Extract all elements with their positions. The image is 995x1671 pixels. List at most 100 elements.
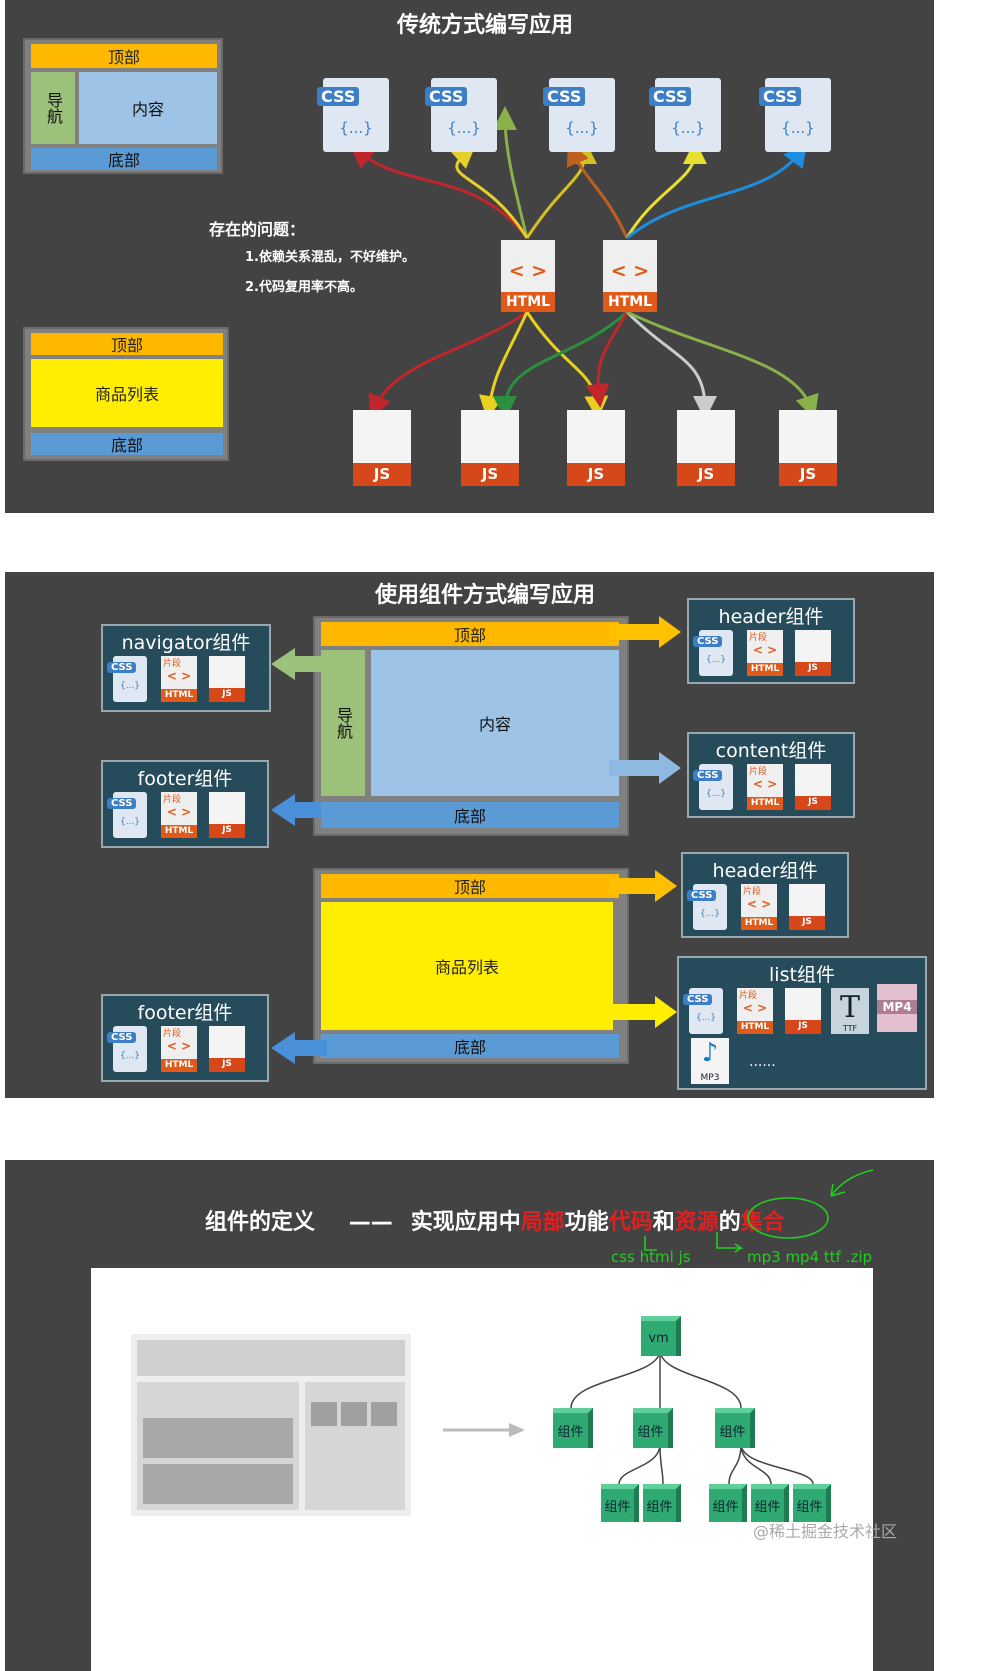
js-file-icon: JS	[795, 630, 831, 676]
code-icon: < >	[742, 1000, 768, 1015]
snippet-label: 片段	[163, 659, 182, 669]
page1-header: 顶部	[321, 622, 619, 646]
css-file-icon: CSS{...}	[107, 1026, 147, 1072]
css-file-brace: {...}	[781, 118, 815, 137]
css-file-icon: CSS{...}	[683, 988, 723, 1034]
wireframe-main	[137, 1382, 299, 1510]
js-file-icon: JS	[795, 764, 831, 810]
definition-text: 和	[652, 1210, 675, 1235]
layout2-header: 顶部	[31, 333, 223, 355]
css-file-brace: {...}	[705, 789, 727, 800]
navigator-component: navigator组件 CSS {...} 片段< >HTML JS	[101, 624, 271, 712]
page1-nav-label: 导航	[334, 707, 353, 739]
css-file-label: CSS	[107, 661, 137, 673]
tree-lines	[570, 1349, 814, 1485]
css-file-brace: {...}	[705, 655, 727, 666]
js-file-label: JS	[795, 796, 831, 810]
component-name: navigator组件	[121, 632, 251, 654]
mp3-label: MP3	[700, 1073, 720, 1083]
node-label: vm	[648, 1331, 669, 1346]
code-icon: < >	[166, 804, 192, 819]
code-icon: < >	[746, 896, 772, 911]
js-file-label: JS	[353, 463, 411, 486]
wireframe-block	[143, 1418, 293, 1458]
more-resources: ......	[749, 1054, 776, 1070]
js-file-icon: JS	[677, 410, 735, 486]
wireframe-block	[143, 1464, 293, 1504]
css-file-label: CSS	[107, 1031, 137, 1043]
layout-nav: 导航	[31, 72, 75, 144]
js-file-label: JS	[209, 688, 245, 702]
arrow-to-header1	[609, 616, 681, 648]
page2-header: 顶部	[321, 874, 619, 898]
component-node: 组件	[633, 1408, 673, 1448]
snippet-label: 片段	[749, 767, 768, 777]
css-file-icon: CSS{...}	[687, 884, 727, 930]
component-name: footer组件	[137, 768, 233, 790]
page1-nav: 导航	[321, 650, 365, 796]
handwritten-annotations	[644, 1169, 874, 1253]
css-file-brace: {...}	[119, 681, 141, 692]
css-file-icon: CSS{...}	[107, 792, 147, 838]
definition-highlight: 代码	[608, 1210, 653, 1235]
js-file-icon: JS	[353, 410, 411, 486]
code-icon: < >	[166, 1038, 192, 1053]
problem-item: 2.代码复用率不高。	[245, 280, 363, 295]
css-file-brace: {...}	[695, 1013, 717, 1024]
transform-arrow	[443, 1423, 525, 1437]
js-file-label: JS	[209, 1058, 245, 1072]
dependency-arrows	[349, 106, 819, 420]
code-icon: < >	[166, 668, 192, 683]
layout-content: 内容	[79, 72, 217, 144]
css-file-icon: CSS {...}	[693, 764, 733, 810]
css-file-icon: CSS{...}	[425, 78, 497, 152]
traditional-title: 传统方式编写应用	[396, 13, 573, 38]
component-title: 使用组件方式编写应用	[374, 583, 595, 608]
code-icon: < >	[508, 260, 548, 283]
css-file-label: CSS	[687, 889, 717, 901]
note-code: css html js	[611, 1248, 691, 1266]
mp3-icon: ♪MP3	[691, 1038, 729, 1084]
html-file-label: HTML	[737, 1021, 773, 1034]
css-file-icon: CSS{...}	[543, 78, 615, 152]
css-file-brace: {...}	[671, 118, 705, 137]
wireframe-cell	[311, 1402, 337, 1426]
js-file-label: JS	[789, 916, 825, 930]
css-file-icon: CSS{...}	[693, 630, 733, 676]
page2-footer: 底部	[321, 1034, 619, 1058]
html-file-label: HTML	[501, 291, 555, 312]
css-file-label: CSS	[693, 769, 723, 781]
layout-diagram-1: 顶部 导航 内容 底部	[23, 38, 223, 174]
content-component: content组件 CSS {...} 片段< > HTML JS	[687, 732, 855, 818]
js-file-label: JS	[785, 1020, 821, 1034]
page-wireframe	[131, 1334, 411, 1516]
node-label: 组件	[712, 1500, 739, 1515]
layout-nav-label: 导航	[44, 92, 63, 124]
arrow-to-footer2	[271, 1032, 327, 1064]
layout-diagram-2: 顶部 商品列表 底部	[23, 327, 229, 461]
html-file-icon: 片段< >HTML	[161, 656, 197, 702]
wireframe-side	[305, 1382, 405, 1510]
css-file-brace: {...}	[339, 118, 373, 137]
node-label: 组件	[646, 1500, 673, 1515]
component-node: 组件	[715, 1408, 755, 1448]
js-file-icon: JS	[779, 410, 837, 486]
component-name: content组件	[715, 740, 827, 762]
traditional-panel: 传统方式编写应用 顶部 导航 内容 底部 顶部 商品列表 底部 存在的问题： 1…	[5, 0, 934, 513]
html-file-icon: 片段< >HTML	[737, 988, 773, 1034]
definition-text: 的	[718, 1210, 741, 1235]
html-file-label: HTML	[747, 797, 783, 810]
component-arrows	[271, 616, 681, 1064]
definition-heading: 组件的定义 ——实现应用中局部功能代码和资源的集合	[205, 1204, 785, 1236]
code-icon: < >	[752, 776, 778, 791]
js-file-icon: JS	[785, 988, 821, 1034]
layout2-footer: 底部	[31, 433, 223, 455]
html-file-icon: < >HTML	[603, 240, 657, 312]
component-name: header组件	[718, 606, 824, 628]
component-node: 组件	[709, 1484, 747, 1522]
